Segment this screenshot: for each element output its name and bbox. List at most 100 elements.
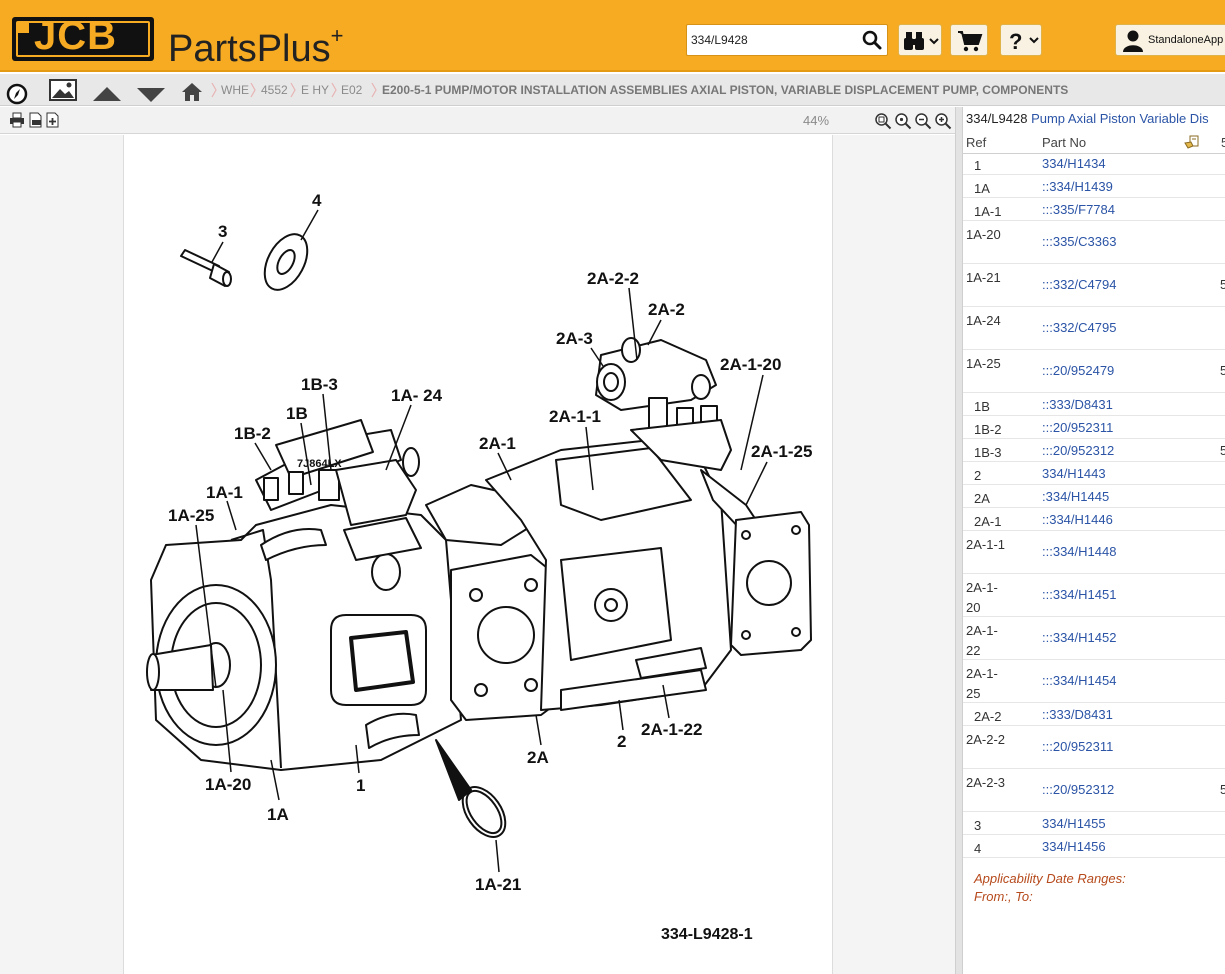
part-no-link[interactable]: :::20/952312 <box>1042 443 1115 458</box>
part-no-link[interactable]: :::334/H1452 <box>1042 630 1117 645</box>
callout-label[interactable]: 2A-1-22 <box>641 720 702 739</box>
callout-label[interactable]: 1A-21 <box>475 875 521 894</box>
washer-part-illustration[interactable] <box>256 227 316 297</box>
part-no-link[interactable]: 334/H1455 <box>1042 816 1106 831</box>
callout-label[interactable]: 2A-2 <box>648 300 685 319</box>
callout-label[interactable]: 2 <box>617 732 626 751</box>
breadcrumb-item[interactable]: E HY <box>301 83 330 97</box>
table-row[interactable]: 1A::334/H1439 <box>963 175 1225 198</box>
control-valve-1b-illustration[interactable]: 7J864LX <box>255 419 420 526</box>
notes-hand-icon[interactable] <box>1184 134 1200 150</box>
table-row[interactable]: 2A-1::334/H1446 <box>963 508 1225 531</box>
table-row[interactable]: 2A-2::333/D8431 <box>963 703 1225 726</box>
control-valve-2a2-illustration[interactable] <box>595 337 732 471</box>
part-no-link[interactable]: 334/H1434 <box>1042 156 1106 171</box>
callout-label[interactable]: 2A-2-2 <box>587 269 639 288</box>
part-no-link[interactable]: :::334/H1454 <box>1042 673 1117 688</box>
zoom-in-icon[interactable] <box>934 112 952 130</box>
callout-label[interactable]: 2A-1 <box>479 434 516 453</box>
part-no-link[interactable]: ::333/D8431 <box>1042 397 1113 412</box>
zoom-fit-icon[interactable] <box>874 112 892 130</box>
callout-label[interactable]: 1 <box>356 776 365 795</box>
breadcrumb-item[interactable]: WHE <box>221 83 249 97</box>
search-icon[interactable] <box>861 29 883 51</box>
callout-label[interactable]: 1B <box>286 404 308 423</box>
table-row[interactable]: 2A-1-20:::334/H1451 <box>963 574 1225 617</box>
table-row[interactable]: 2A:334/H1445 <box>963 485 1225 508</box>
callout-label[interactable]: 3 <box>218 222 227 241</box>
part-no-link[interactable]: :::334/H1448 <box>1042 544 1117 559</box>
breadcrumb-item[interactable]: E02 <box>341 83 363 97</box>
end-flange-illustration[interactable] <box>730 511 812 656</box>
table-row[interactable]: 1A-20:::335/C3363 <box>963 221 1225 264</box>
breadcrumb-item[interactable]: 4552 <box>261 83 288 97</box>
callout-label[interactable]: 1A- 24 <box>391 386 443 405</box>
part-no-link[interactable]: :::20/952311 <box>1042 420 1114 435</box>
callout-label[interactable]: 2A-1-25 <box>751 442 812 461</box>
part-no-link[interactable]: :::335/C3363 <box>1042 234 1117 249</box>
search-input[interactable] <box>691 29 857 51</box>
print-icon[interactable] <box>9 112 25 128</box>
callout-label[interactable]: 2A-3 <box>556 329 593 348</box>
table-row[interactable]: 1A-1:::335/F7784 <box>963 198 1225 221</box>
callout-label[interactable]: 1A <box>267 805 289 824</box>
callout-label[interactable]: 1A-1 <box>206 483 243 502</box>
part-no-link[interactable]: 334/H1456 <box>1042 839 1106 854</box>
part-no-link[interactable]: 334/H1443 <box>1042 466 1106 481</box>
cart-button[interactable] <box>950 24 988 56</box>
part-no-link[interactable]: :::20/952479 <box>1042 363 1115 378</box>
column-header-part-no[interactable]: Part No <box>1042 135 1087 150</box>
part-no-link[interactable]: :::334/H1451 <box>1042 587 1117 602</box>
print-page-icon[interactable] <box>28 112 43 128</box>
part-no-link[interactable]: ::334/H1446 <box>1042 512 1113 527</box>
table-row[interactable]: 2A-1-22:::334/H1452 <box>963 617 1225 660</box>
table-row[interactable]: 1B-2:::20/952311 <box>963 416 1225 439</box>
callout-label[interactable]: 4 <box>312 191 322 210</box>
part-no-link[interactable]: :::20/952312 <box>1042 782 1115 797</box>
table-row[interactable]: 2A-1-1:::334/H1448 <box>963 531 1225 574</box>
assembly-description[interactable]: Pump Axial Piston Variable Dis <box>1031 111 1209 126</box>
zoom-actual-icon[interactable] <box>894 112 912 130</box>
zoom-out-icon[interactable] <box>914 112 932 130</box>
part-no-link[interactable]: :334/H1445 <box>1042 489 1110 504</box>
image-view-icon[interactable] <box>48 78 78 102</box>
part-no-link[interactable]: ::333/D8431 <box>1042 707 1113 722</box>
jcb-logo[interactable]: JCB <box>12 16 154 61</box>
binoculars-button[interactable] <box>898 24 942 56</box>
compass-icon[interactable] <box>6 82 28 106</box>
part-no-link[interactable]: :::20/952311 <box>1042 739 1114 754</box>
previous-arrow-icon[interactable] <box>92 82 122 106</box>
part-no-link[interactable]: :::332/C4794 <box>1042 277 1117 292</box>
table-row[interactable]: 1B::333/D8431 <box>963 393 1225 416</box>
part-no-link[interactable]: ::334/H1439 <box>1042 179 1113 194</box>
bolt-part-illustration[interactable] <box>180 249 232 287</box>
table-row[interactable]: 2A-2-2:::20/952311 <box>963 726 1225 769</box>
part-no-link[interactable]: :::332/C4795 <box>1042 320 1117 335</box>
panel-splitter[interactable] <box>955 107 963 974</box>
part-no-link[interactable]: :::335/F7784 <box>1042 202 1115 217</box>
help-button[interactable]: ? <box>1000 24 1042 56</box>
next-arrow-icon[interactable] <box>136 83 166 107</box>
column-header-ref[interactable]: Ref <box>966 135 987 150</box>
callout-label[interactable]: 1B-2 <box>234 424 271 443</box>
table-row[interactable]: 2A-1-25:::334/H1454 <box>963 660 1225 703</box>
add-document-icon[interactable] <box>45 112 60 128</box>
callout-label[interactable]: 2A-1-20 <box>720 355 781 374</box>
callout-label[interactable]: 2A <box>527 748 549 767</box>
callout-label[interactable]: 1B-3 <box>301 375 338 394</box>
callout-label[interactable]: 1A-20 <box>205 775 251 794</box>
callout-label[interactable]: 1A-25 <box>168 506 214 525</box>
callout-label[interactable]: 2A-1-1 <box>549 407 601 426</box>
pump-main-body-illustration[interactable] <box>146 504 462 771</box>
home-icon[interactable] <box>181 80 203 104</box>
user-menu-button[interactable]: StandaloneApp <box>1115 24 1225 56</box>
table-row[interactable]: 1A-24:::332/C4795 <box>963 307 1225 350</box>
